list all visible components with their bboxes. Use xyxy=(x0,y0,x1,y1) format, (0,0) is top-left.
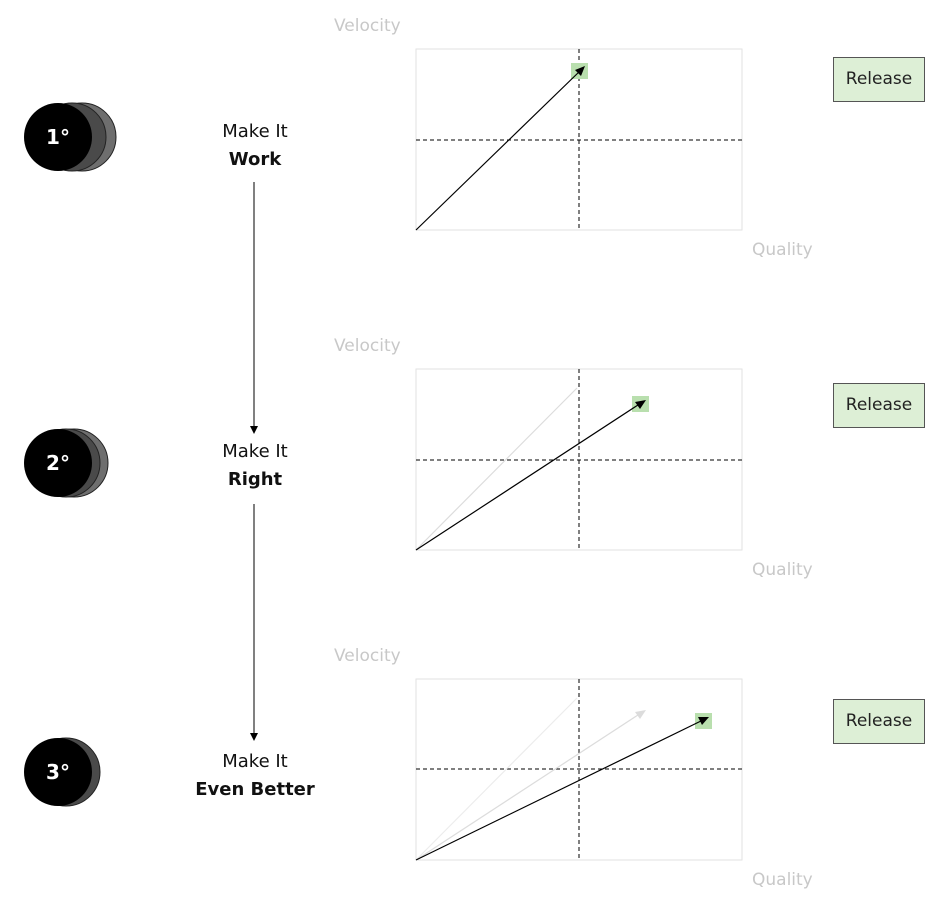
faded-arrow-icon xyxy=(415,697,578,861)
step-2-line-2: Right xyxy=(227,469,283,490)
connector-2-to-3 xyxy=(250,504,258,741)
step-1-title: Make It Work xyxy=(170,118,340,174)
chart-2 xyxy=(415,368,743,551)
faded-arrow-icon xyxy=(415,387,578,551)
step-1-line-1: Make It xyxy=(222,121,288,142)
arrow-icon xyxy=(415,402,642,551)
chart-3 xyxy=(415,678,743,861)
chart-3-x-axis-label: Quality xyxy=(752,870,813,890)
arrow-head-icon xyxy=(250,733,258,741)
chart-1-x-axis-label: Quality xyxy=(752,240,813,260)
chart-2-y-axis-label: Velocity xyxy=(334,336,401,356)
arrow-head-icon xyxy=(698,717,709,725)
step-1-badge: 1° xyxy=(0,102,117,183)
chart-1 xyxy=(415,48,743,231)
faded-arrow-icon xyxy=(415,712,642,861)
release-button-1[interactable]: Release xyxy=(833,57,925,102)
connector-1-to-2 xyxy=(250,182,258,434)
stacked-circles-icon xyxy=(24,428,109,498)
chart-3-y-axis-label: Velocity xyxy=(334,646,401,666)
step-1-line-2: Work xyxy=(228,149,282,170)
step-3-line-2: Even Better xyxy=(195,779,315,800)
release-button-2[interactable]: Release xyxy=(833,383,925,428)
step-2-number: 2° xyxy=(46,451,70,475)
faded-arrow-head-icon xyxy=(635,710,646,719)
step-3-number: 3° xyxy=(46,760,70,784)
step-2-line-1: Make It xyxy=(222,441,288,462)
step-2-badge: 2° xyxy=(0,428,110,509)
arrow-icon xyxy=(415,69,582,231)
chart-2-x-axis-label: Quality xyxy=(752,560,813,580)
chart-1-y-axis-label: Velocity xyxy=(334,16,401,36)
stacked-circles-icon xyxy=(24,737,101,807)
arrow-head-icon xyxy=(575,66,585,76)
step-1-number: 1° xyxy=(46,125,70,149)
step-3-badge: 3° xyxy=(0,737,110,818)
step-3-line-1: Make It xyxy=(222,751,288,772)
arrow-head-icon xyxy=(250,426,258,434)
step-3-title: Make It Even Better xyxy=(170,748,340,804)
arrow-icon xyxy=(415,719,704,861)
release-button-3[interactable]: Release xyxy=(833,699,925,744)
step-2-title: Make It Right xyxy=(170,438,340,494)
stacked-circles-icon xyxy=(24,102,117,172)
arrow-head-icon xyxy=(635,400,646,409)
